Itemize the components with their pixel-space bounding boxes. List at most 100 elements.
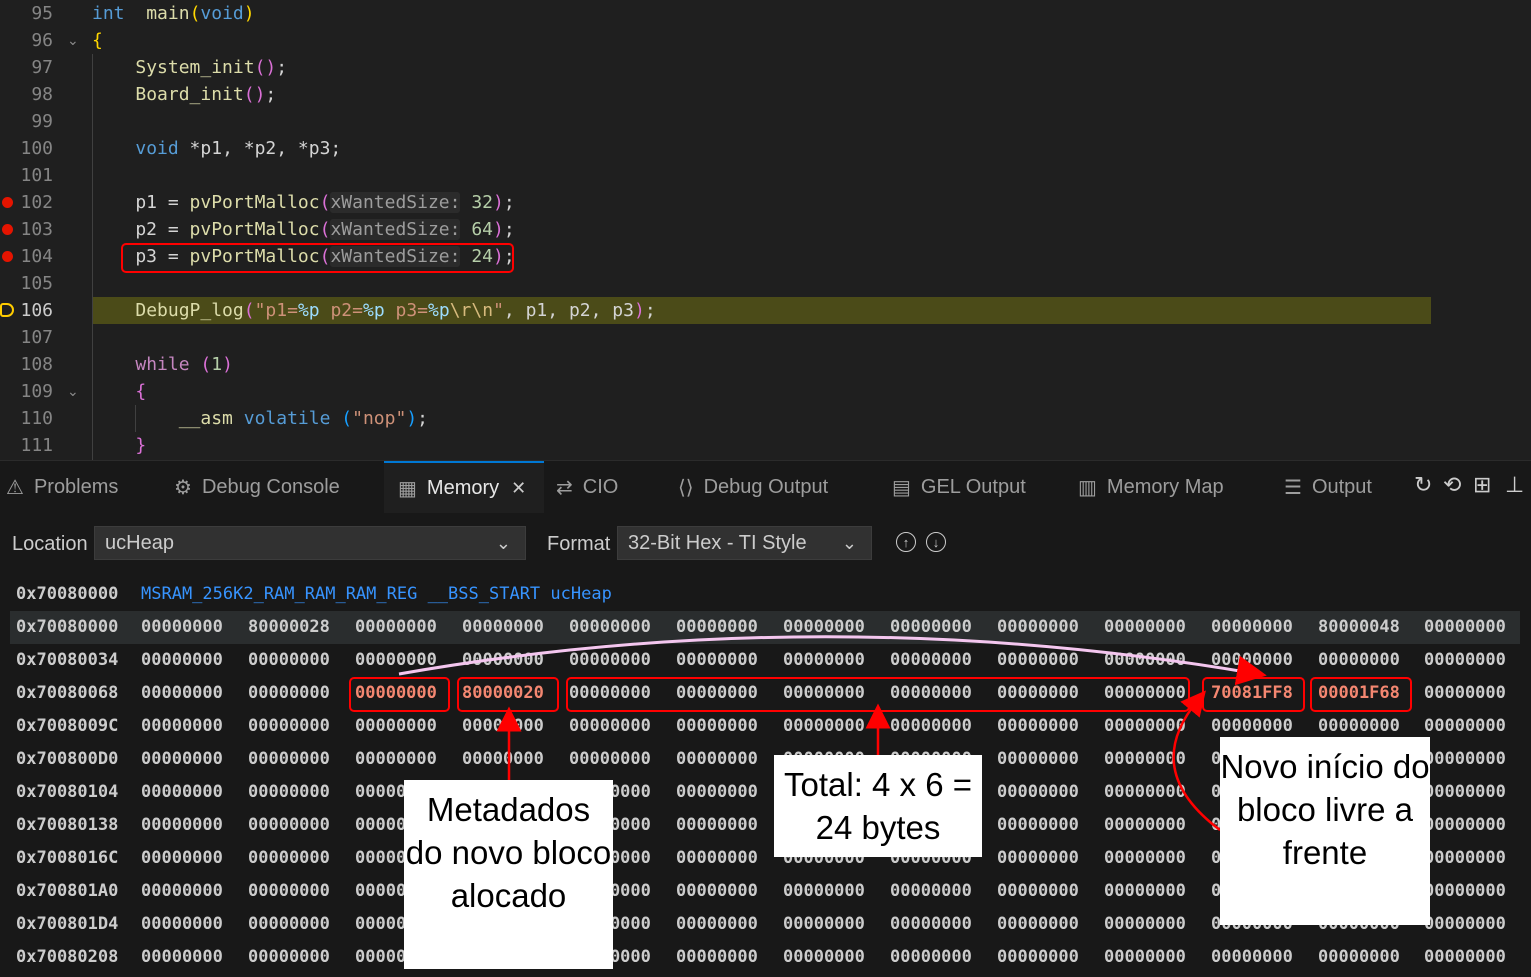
memory-cell[interactable]: 00000000 xyxy=(141,782,223,802)
code-line[interactable]: 99 xyxy=(0,108,1531,135)
code-line[interactable]: 103 p2 = pvPortMalloc(xWantedSize: 64); xyxy=(0,216,1531,243)
new-view-icon[interactable]: ⊞ xyxy=(1473,472,1492,497)
tab-output[interactable]: ☰Output xyxy=(1284,461,1372,513)
memory-cell[interactable]: 00000000 xyxy=(355,650,437,670)
memory-cell[interactable]: 00000000 xyxy=(355,716,437,736)
memory-cell[interactable]: 00000000 xyxy=(248,650,330,670)
code-line[interactable]: 100 void *p1, *p2, *p3; xyxy=(0,135,1531,162)
tab-debug-output[interactable]: ⟨⟩Debug Output xyxy=(678,461,828,513)
tab-gel-output[interactable]: ▤GEL Output xyxy=(892,461,1026,513)
memory-cell[interactable]: 00000000 xyxy=(248,749,330,769)
memory-cell[interactable]: 00000000 xyxy=(783,881,865,901)
memory-cell[interactable]: 00000000 xyxy=(141,914,223,934)
memory-cell[interactable]: 00000000 xyxy=(1211,947,1293,967)
memory-cell[interactable]: 00000000 xyxy=(1424,881,1506,901)
memory-cell[interactable]: 00000000 xyxy=(141,683,223,703)
memory-cell[interactable]: 00000000 xyxy=(248,881,330,901)
memory-cell[interactable]: 00000000 xyxy=(1424,848,1506,868)
memory-cell[interactable]: 00000000 xyxy=(141,947,223,967)
memory-cell[interactable]: 00000000 xyxy=(676,815,758,835)
memory-cell[interactable]: 00000000 xyxy=(1104,782,1186,802)
memory-cell[interactable]: 00000000 xyxy=(569,650,651,670)
arrow-down-icon[interactable]: ↓ xyxy=(926,532,946,552)
code-line[interactable]: 110 __asm volatile ("nop"); xyxy=(0,405,1531,432)
memory-cell[interactable]: 00000000 xyxy=(1104,881,1186,901)
memory-cell[interactable]: 00000000 xyxy=(890,914,972,934)
code-line[interactable]: 97 System_init(); xyxy=(0,54,1531,81)
memory-cell[interactable]: 00000000 xyxy=(141,716,223,736)
code-line[interactable]: 106 DebugP_log("p1=%p p2=%p p3=%p\r\n", … xyxy=(0,297,1531,324)
memory-cell[interactable]: 00000000 xyxy=(248,782,330,802)
fold-chevron-icon[interactable]: ⌄ xyxy=(67,383,79,399)
code-line[interactable]: 101 xyxy=(0,162,1531,189)
memory-cell[interactable]: 00000000 xyxy=(997,749,1079,769)
memory-cell[interactable]: 00000000 xyxy=(355,749,437,769)
memory-cell[interactable]: 00000000 xyxy=(141,815,223,835)
memory-cell[interactable]: 00000000 xyxy=(1424,650,1506,670)
arrow-up-icon[interactable]: ↑ xyxy=(896,532,916,552)
memory-cell[interactable]: 00000000 xyxy=(462,749,544,769)
memory-cell[interactable]: 00000000 xyxy=(997,650,1079,670)
breakpoint-icon[interactable] xyxy=(2,197,13,208)
tab-cio[interactable]: ⇄CIO xyxy=(556,461,618,513)
memory-cell[interactable]: 00000000 xyxy=(997,683,1079,703)
memory-cell[interactable]: 00000000 xyxy=(141,848,223,868)
memory-cell[interactable]: 00000000 xyxy=(890,881,972,901)
memory-cell[interactable]: 00000000 xyxy=(676,650,758,670)
memory-cell[interactable]: 00000000 xyxy=(1104,716,1186,736)
memory-cell[interactable]: 00000000 xyxy=(141,749,223,769)
memory-cell[interactable]: 00000000 xyxy=(1318,650,1400,670)
pin-icon[interactable]: ⊥ xyxy=(1505,472,1525,497)
memory-cell[interactable]: 00000000 xyxy=(141,617,223,637)
close-icon[interactable]: ✕ xyxy=(511,477,527,498)
memory-cell[interactable]: 00000000 xyxy=(676,683,758,703)
memory-cell[interactable]: 00000000 xyxy=(355,617,437,637)
memory-cell[interactable]: 00000000 xyxy=(1424,617,1506,637)
memory-cell[interactable]: 00000000 xyxy=(462,716,544,736)
memory-cell[interactable]: 00000000 xyxy=(997,617,1079,637)
memory-cell[interactable]: 00000000 xyxy=(997,815,1079,835)
memory-cell[interactable]: 00000000 xyxy=(676,749,758,769)
location-input[interactable]: ucHeap ⌄ xyxy=(94,526,526,560)
memory-cell[interactable]: 00000000 xyxy=(248,947,330,967)
memory-cell[interactable]: 00000000 xyxy=(676,947,758,967)
memory-cell[interactable]: 00000000 xyxy=(569,617,651,637)
code-line[interactable]: 108 while (1) xyxy=(0,351,1531,378)
code-line[interactable]: 111 } xyxy=(0,432,1531,459)
tab-memory[interactable]: ▦Memory✕ xyxy=(384,461,544,513)
memory-cell[interactable]: 00000000 xyxy=(1211,716,1293,736)
memory-cell[interactable]: 00000000 xyxy=(890,650,972,670)
memory-cell[interactable]: 00000000 xyxy=(997,947,1079,967)
code-line[interactable]: 105 xyxy=(0,270,1531,297)
breakpoint-icon[interactable] xyxy=(2,251,13,262)
memory-cell[interactable]: 00000000 xyxy=(248,716,330,736)
memory-cell[interactable]: 00000000 xyxy=(355,683,437,703)
memory-cell[interactable]: 00000000 xyxy=(1424,749,1506,769)
memory-cell[interactable]: 00000000 xyxy=(569,716,651,736)
memory-cell[interactable]: 70081FF8 xyxy=(1211,683,1293,703)
memory-cell[interactable]: 00000000 xyxy=(1104,947,1186,967)
memory-cell[interactable]: 00000000 xyxy=(1104,815,1186,835)
code-line[interactable]: 104 p3 = pvPortMalloc(xWantedSize: 24); xyxy=(0,243,1531,270)
memory-cell[interactable]: 00000000 xyxy=(462,617,544,637)
memory-cell[interactable]: 00000000 xyxy=(783,617,865,637)
memory-cell[interactable]: 00000000 xyxy=(890,683,972,703)
memory-cell[interactable]: 00000000 xyxy=(1211,650,1293,670)
breakpoint-icon[interactable] xyxy=(2,224,13,235)
memory-cell[interactable]: 00000000 xyxy=(1104,617,1186,637)
memory-cell[interactable]: 00000000 xyxy=(1104,749,1186,769)
memory-cell[interactable]: 00000000 xyxy=(676,848,758,868)
code-line[interactable]: 102 p1 = pvPortMalloc(xWantedSize: 32); xyxy=(0,189,1531,216)
memory-cell[interactable]: 00000000 xyxy=(997,881,1079,901)
memory-cell[interactable]: 00000000 xyxy=(890,617,972,637)
memory-cell[interactable]: 00000000 xyxy=(1424,815,1506,835)
memory-cell[interactable]: 00000000 xyxy=(890,716,972,736)
memory-cell[interactable]: 00000000 xyxy=(997,848,1079,868)
sync-icon[interactable]: ⟲ xyxy=(1443,472,1462,497)
code-line[interactable]: 109⌄ { xyxy=(0,378,1531,405)
tab-problems[interactable]: ⚠Problems xyxy=(6,461,118,513)
memory-cell[interactable]: 00000000 xyxy=(997,914,1079,934)
